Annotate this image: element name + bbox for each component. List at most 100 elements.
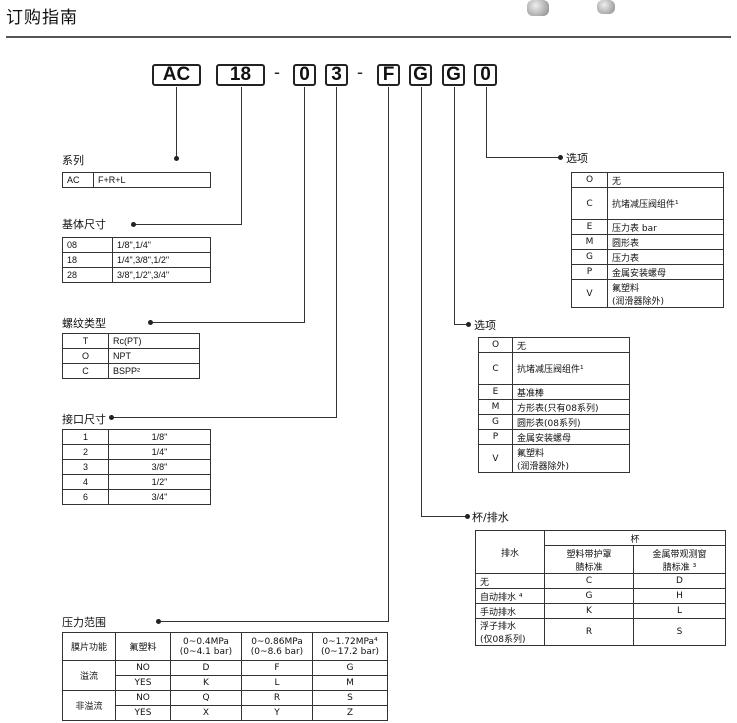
table-cell: 溢流 [62,660,116,691]
table-cell: G [544,588,634,604]
connector-line [454,324,468,325]
table-cell: Z [312,705,388,721]
table-cell: 1/4",3/8",1/2" [112,252,211,268]
connector-dot [174,156,179,161]
page-title: 订购指南 [6,8,78,28]
table-cell: L [633,603,726,619]
table-cell: Rc(PT) [108,333,200,349]
table-header: 0~0.86MPa(0~8.6 bar) [241,632,313,661]
table-cell: D [633,573,726,589]
pressure-label: 压力范围 [62,616,106,629]
cell-line: 氟塑料 [612,283,640,294]
table-row: V 氟塑料 (润滑器除外) [478,444,630,473]
product-image [527,0,549,16]
cell-line: 氟塑料 [517,448,545,459]
table-cell: 2 [62,444,109,460]
table-row: 膜片功能 氟塑料 0~0.4MPa(0~4.1 bar) 0~0.86MPa(0… [62,632,388,661]
table-cell: S [312,690,388,706]
connector-dot [558,155,563,160]
range-value: 0~1.72MPa⁴ [322,636,378,647]
connector-line [388,87,389,622]
table-header: 塑料带护罩腈标准 [544,545,634,574]
table-cell: P [478,429,513,445]
header-line: 腈标准 ³ [662,562,697,573]
connector-line [158,621,389,622]
table-cell: C [544,573,634,589]
table-cell: 6 [62,489,109,505]
series-label: 系列 [62,154,84,167]
table-header: 排水 [475,530,545,574]
table-cell: S [633,618,726,646]
table-cell: R [241,690,313,706]
table-cell: NO [115,660,171,676]
table-cell: 3/8",1/2",3/4" [112,267,211,283]
cup-label: 杯/排水 [472,511,509,524]
range-value: 0~0.86MPa [251,636,303,647]
table-cell: 1/2" [108,474,211,490]
table-cell: O [62,348,109,364]
table-cell: 1/8",1/4" [112,237,211,253]
table-cell: R [544,618,634,646]
table-cell: 方形表(只有08系列) [512,399,630,415]
cell-line: (仅08系列) [480,635,526,645]
table-cell: H [633,588,726,604]
table-cell: 抗堵减压阀组件¹ [607,187,724,220]
table-cell: 非溢流 [62,690,116,721]
cell-line: 浮子排水 [480,622,517,632]
table-cell: 4 [62,474,109,490]
table-cell: K [170,675,242,691]
connector-line [176,87,177,158]
code-size: 18 [216,64,265,86]
table-cell: 无 [512,337,630,353]
table-cell: 压力表 [607,249,724,265]
code-option: G [442,64,465,86]
table-cell: V [478,444,513,473]
connector-dot [156,619,161,624]
table-row: 非溢流 NO Q R S [62,690,388,721]
table-cell: Q [170,690,242,706]
table-cell: AC [62,172,94,188]
table-row: YES X Y Z [63,705,388,721]
connector-dot [148,320,153,325]
connector-dot [131,222,136,227]
table-cell: C [62,363,109,379]
connector-line [304,87,305,323]
table-row: 塑料带护罩腈标准 金属带观测窗腈标准 ³ [476,545,726,574]
size-label: 基体尺寸 [62,218,106,231]
code-option2: 0 [474,64,497,86]
connector-line [421,87,422,517]
table-cell: F [241,660,313,676]
header-rule [6,36,731,38]
table-row: 溢流 NO D F G [62,660,388,691]
header-line: 腈标准 [575,562,603,573]
table-cell: 压力表 bar [607,219,724,235]
connector-dot [466,322,471,327]
table-cell: NPT [108,348,200,364]
table-cell: L [241,675,313,691]
code-cup: G [409,64,432,86]
series-table: AC F+R+L [62,172,211,188]
cell-line: (润滑器除外) [517,461,570,472]
table-cell: M [312,675,388,691]
connector-dot [109,415,114,420]
product-image [597,0,615,14]
